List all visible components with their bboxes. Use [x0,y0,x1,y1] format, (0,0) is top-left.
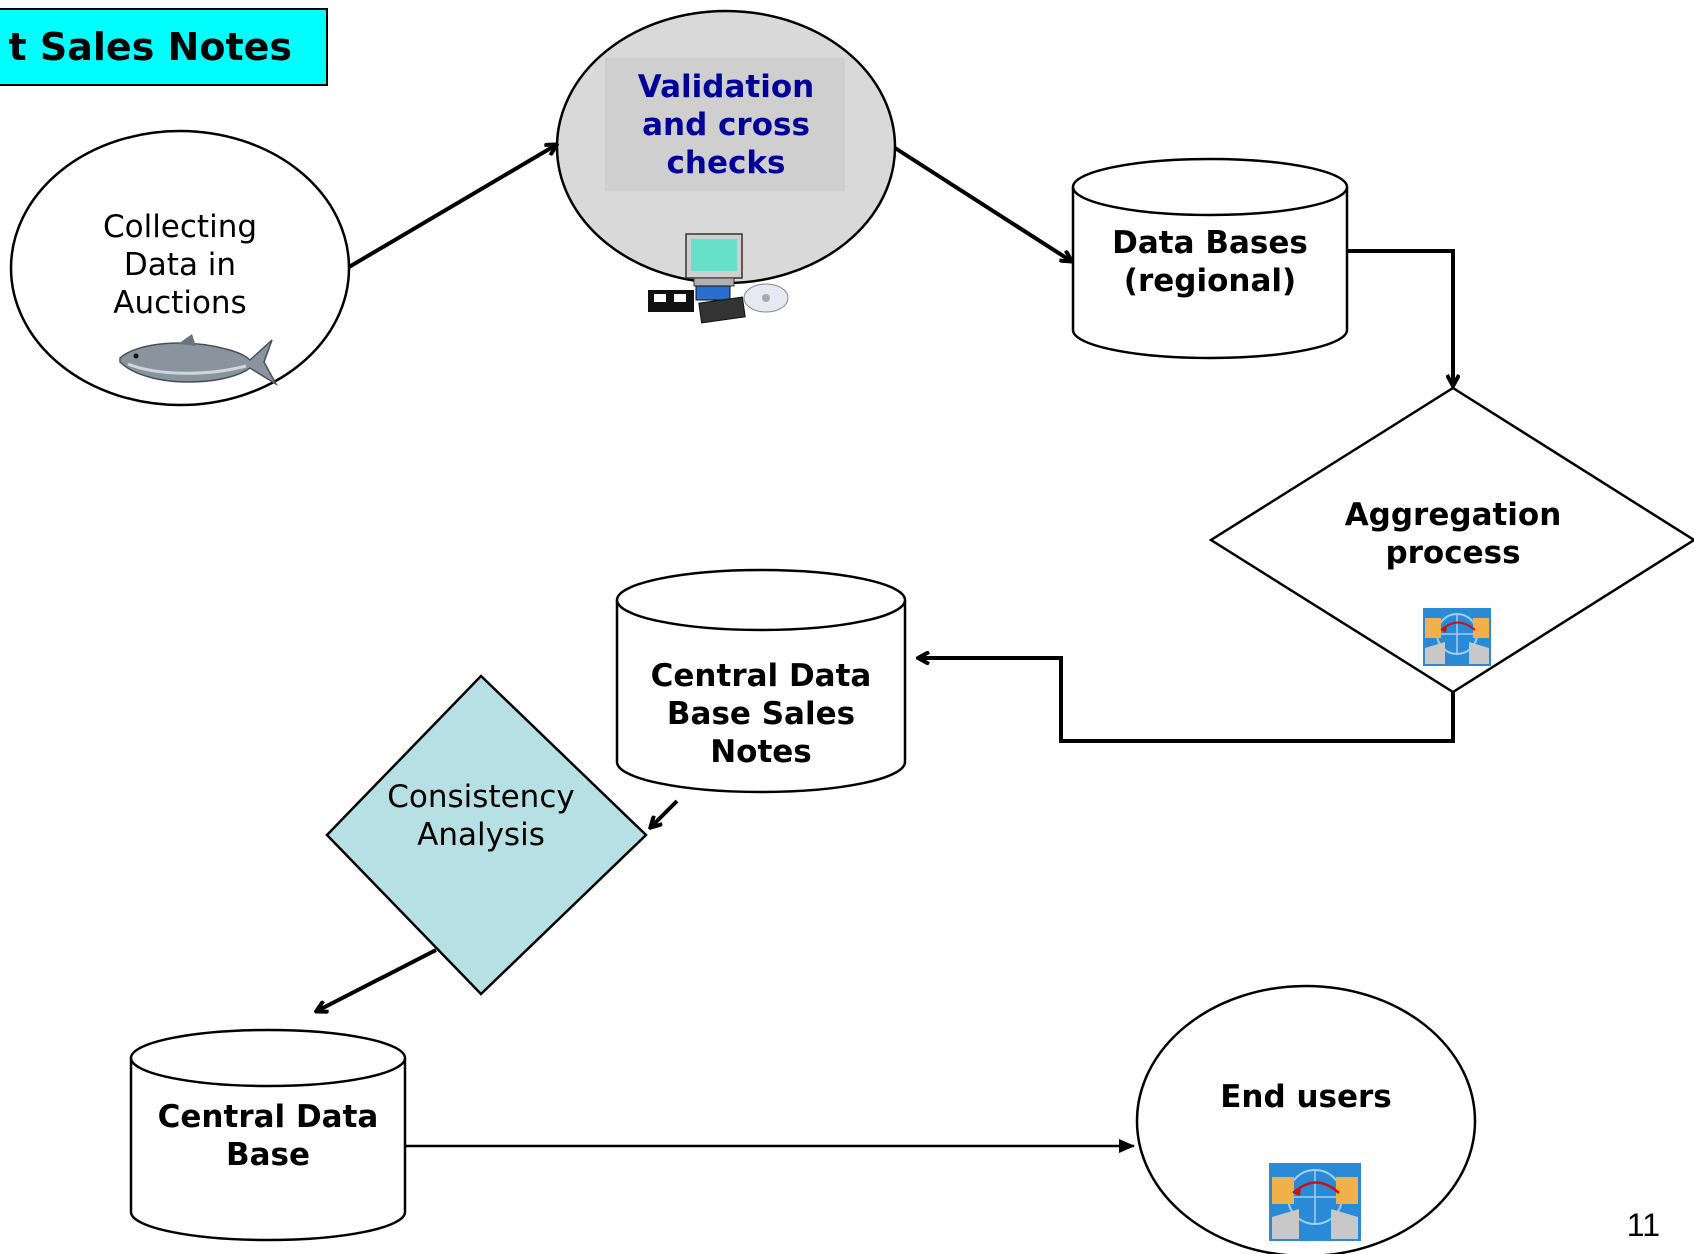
regional-db-node [1071,157,1349,360]
arrow-db-to-aggregation [1347,249,1453,385]
validation-label: Validation and cross checks [637,69,815,181]
arrow-central-sales-to-consistency [651,799,679,827]
central-db-label: Central Data Base [157,1099,379,1173]
collecting-node [9,129,351,407]
aggregation-label: Aggregation process [1344,497,1562,571]
arrow-validation-to-db [893,146,1071,261]
central-db-node [129,1028,407,1242]
page-number: 11 [1626,1207,1660,1243]
fish-icon [119,334,279,387]
network-exchange-icon [1423,608,1491,666]
computer-media-icon [648,233,789,324]
validation-label-panel [605,58,845,191]
arrow-collecting-to-validation [347,145,556,269]
central-db-sales-label: Central Data Base Sales Notes [650,658,872,770]
arrow-consistency-to-central-db [317,948,437,1011]
consistency-node [325,674,648,996]
regional-db-label: Data Bases (regional) [1112,225,1308,299]
end-users-label: End users [1220,1079,1392,1115]
arrow-aggregation-to-central-sales [919,658,1455,743]
network-exchange-icon [1269,1163,1361,1241]
central-db-sales-node [615,568,907,794]
slide-title: t Sales Notes [0,8,328,86]
consistency-label: Consistency Analysis [387,779,575,853]
end-users-node [1135,984,1477,1254]
collecting-label: Collecting Data in Auctions [102,209,258,321]
